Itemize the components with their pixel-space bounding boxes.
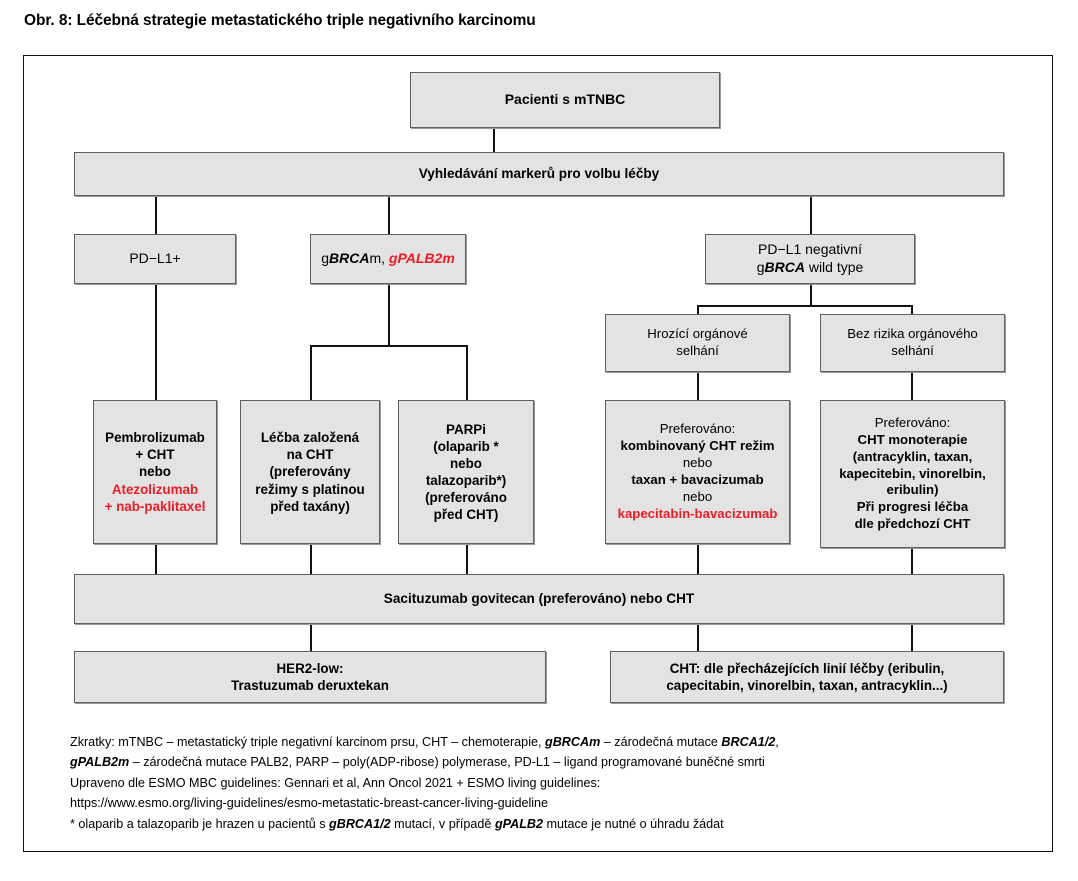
connector-gbrca-right (466, 345, 468, 400)
connector-markers-mid (388, 196, 390, 234)
node-sacituzumab-govitecan[interactable]: Sacituzumab govitecan (preferováno) nebo… (74, 574, 1004, 624)
node-treatment-pembrolizumab-label: Pembrolizumab + CHT nebo Atezolizumab + … (104, 430, 206, 514)
connector-combo-sacituzumab (697, 544, 699, 574)
node-her2-low-label: HER2-low: Trastuzumab deruxtekan (231, 660, 389, 693)
diagram-frame (23, 55, 1053, 852)
node-her2-low[interactable]: HER2-low: Trastuzumab deruxtekan (74, 651, 546, 703)
node-pdl1-positive-label: PD−L1+ (129, 250, 181, 267)
node-treatment-cht-based[interactable]: Léčba založená na CHT (preferovány režim… (240, 400, 380, 544)
node-organ-failure-imminent[interactable]: Hrozící orgánové selhání (605, 314, 790, 372)
connector-markers-left (155, 196, 157, 234)
connector-chtbased-sacituzumab (310, 544, 312, 574)
connector-pdlneg-stem (810, 284, 812, 306)
node-gbrca-gpalb2[interactable]: gBRCAm, gPALB2m (310, 234, 466, 284)
connector-pdlneg-right (911, 305, 913, 315)
node-pdl1-positive[interactable]: PD−L1+ (74, 234, 236, 284)
connector-root-markers (493, 128, 495, 152)
node-sacituzumab-govitecan-label: Sacituzumab govitecan (preferováno) nebo… (383, 591, 695, 607)
footnote-line-3: Upraveno dle ESMO MBC guidelines: Gennar… (70, 775, 601, 790)
connector-mono-sacituzumab (911, 548, 913, 574)
node-treatment-combination-label: Preferováno: kombinovaný CHT režim nebo … (617, 421, 778, 521)
node-organ-failure-no-risk[interactable]: Bez rizika orgánového selhání (820, 314, 1005, 372)
page-title: Obr. 8: Léčebná strategie metastatického… (24, 12, 536, 29)
node-marker-testing-label: Vyhledávání markerů pro volbu léčby (418, 166, 660, 182)
node-marker-testing[interactable]: Vyhledávání markerů pro volbu léčby (74, 152, 1004, 196)
connector-gbrca-left (310, 345, 312, 400)
connector-markers-right (810, 196, 812, 234)
node-pdl1-negative-label: PD−L1 negativní gBRCA wild type (756, 241, 864, 275)
node-pdl1-negative[interactable]: PD−L1 negativní gBRCA wild type (705, 234, 915, 284)
node-root-patients[interactable]: Pacienti s mTNBC (410, 72, 720, 128)
pembro-red-text: Atezolizumab + nab-paklitaxel (104, 481, 206, 514)
connector-pdlneg-left (697, 305, 699, 315)
node-cht-prior-lines-label: CHT: dle přecházejících linií léčby (eri… (666, 660, 948, 693)
connector-sacituzumab-chtlines-b (911, 624, 913, 651)
node-treatment-combination[interactable]: Preferováno: kombinovaný CHT režim nebo … (605, 400, 790, 544)
node-gbrca-gpalb2-label: gBRCAm, gPALB2m (321, 250, 455, 267)
gpalb2-highlight: gPALB2m (388, 250, 455, 267)
node-treatment-monotherapy-label: Preferováno: CHT monoterapie (antracykli… (839, 414, 986, 532)
footnote-line-4: https://www.esmo.org/living-guidelines/e… (70, 796, 549, 811)
node-treatment-parpi[interactable]: PARPi (olaparib * nebo talazoparib*) (pr… (398, 400, 534, 544)
combo-red-text: kapecitabin-bavacizumab (617, 505, 778, 521)
connector-gbrca-bus (310, 345, 467, 347)
footnote-line-1: Zkratky: mTNBC – metastatický triple neg… (70, 735, 779, 749)
node-treatment-cht-based-label: Léčba založená na CHT (preferovány režim… (255, 430, 365, 514)
connector-norisk-mono (911, 372, 913, 400)
node-treatment-pembrolizumab[interactable]: Pembrolizumab + CHT nebo Atezolizumab + … (93, 400, 217, 544)
node-organ-failure-no-risk-label: Bez rizika orgánového selhání (847, 326, 978, 358)
node-organ-failure-imminent-label: Hrozící orgánové selhání (647, 326, 748, 358)
connector-parpi-sacituzumab (466, 544, 468, 574)
node-cht-prior-lines[interactable]: CHT: dle přecházejících linií léčby (eri… (610, 651, 1004, 703)
connector-gbrca-stem (388, 284, 390, 346)
node-root-label: Pacienti s mTNBC (504, 91, 626, 108)
footnote-line-2: gPALB2m – zárodečná mutace PALB2, PARP –… (70, 755, 765, 770)
node-treatment-monotherapy[interactable]: Preferováno: CHT monoterapie (antracykli… (820, 400, 1005, 548)
connector-pdlneg-bus (697, 305, 912, 307)
connector-organrisk-combo (697, 372, 699, 400)
connector-pdl1-pembro (155, 284, 157, 400)
connector-sacituzumab-chtlines-a (697, 624, 699, 651)
footnotes: Zkratky: mTNBC – metastatický triple neg… (70, 732, 1020, 834)
footnote-line-5: * olaparib a talazoparib je hrazen u pac… (70, 816, 724, 831)
connector-sacituzumab-her2low (310, 624, 312, 651)
connector-pembro-sacituzumab (155, 544, 157, 574)
node-treatment-parpi-label: PARPi (olaparib * nebo talazoparib*) (pr… (425, 421, 507, 523)
